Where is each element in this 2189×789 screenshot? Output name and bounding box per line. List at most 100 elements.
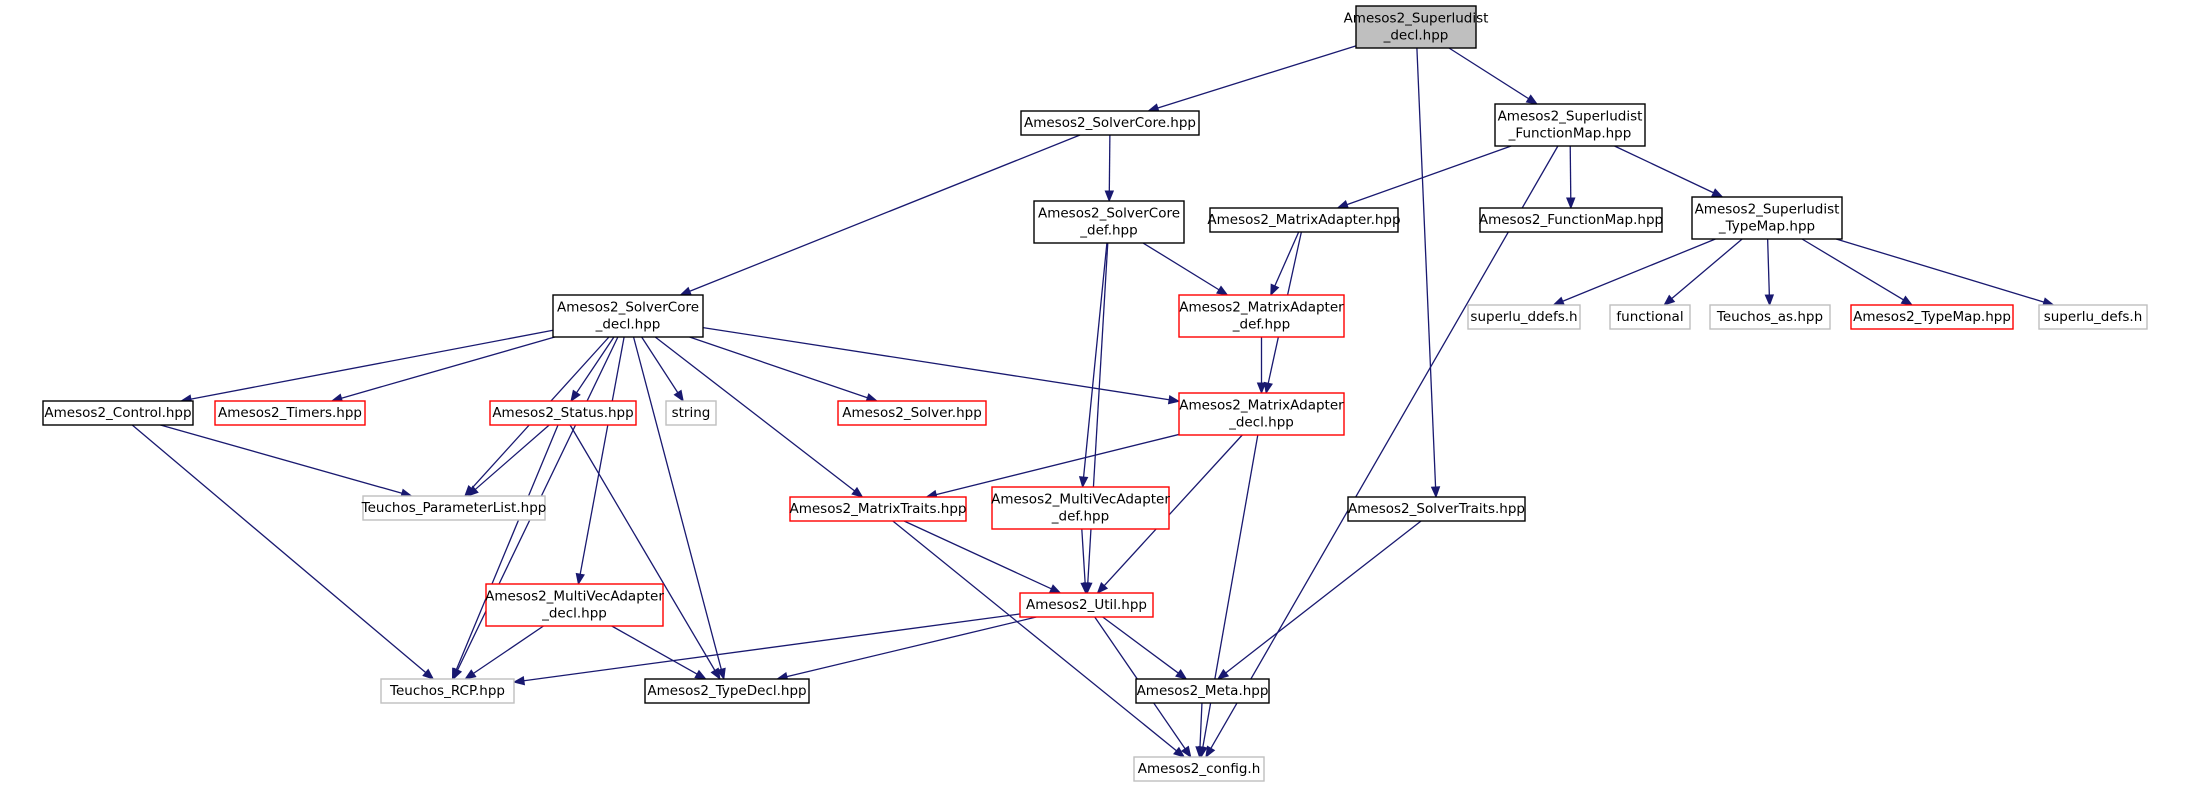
node-label: _FunctionMap.hpp xyxy=(1508,126,1632,142)
edge-arrowhead xyxy=(1096,582,1109,594)
edge-line xyxy=(611,625,698,675)
edge-arrowhead xyxy=(694,669,707,680)
edge-superludist_typemap-to-teuchos_as xyxy=(1764,238,1775,307)
edge-arrowhead xyxy=(679,286,692,296)
edge-line xyxy=(1108,134,1111,192)
node-multivecadapter-decl[interactable]: Amesos2_MultiVecAdapter_decl.hpp xyxy=(485,583,664,627)
node-superludist-functionmap[interactable]: Amesos2_Superludist_FunctionMap.hpp xyxy=(1494,103,1646,147)
node-box xyxy=(362,495,546,521)
edge-arrowhead xyxy=(1173,746,1186,758)
node-box xyxy=(485,583,664,627)
edge-line xyxy=(702,326,1170,401)
edge-line xyxy=(632,336,722,670)
node-teuchos-as[interactable]: Teuchos_as.hpp xyxy=(1709,304,1831,330)
node-meta[interactable]: Amesos2_Meta.hpp xyxy=(1135,678,1270,704)
edge-superludist_functionmap-to-matrixadapter xyxy=(1336,145,1512,209)
edge-solvercore_decl-to-multivecadapter_decl xyxy=(575,336,625,586)
node-label: Amesos2_Superludist xyxy=(1498,109,1643,125)
edge-superludist_decl-to-solvercore xyxy=(1146,45,1357,113)
edge-matrixadapter-to-matrixadapter_def xyxy=(1270,231,1300,297)
edge-multivecadapter_def-to-util xyxy=(1080,528,1090,595)
edge-line xyxy=(160,424,403,494)
node-string[interactable]: string xyxy=(665,400,717,426)
edge-line xyxy=(689,134,1081,292)
edge-line xyxy=(1569,145,1572,199)
edge-superludist_typemap-to-functional xyxy=(1663,238,1743,306)
edge-line xyxy=(654,336,855,492)
edge-superludist_functionmap-to-functionmap xyxy=(1566,145,1576,210)
node-label: _decl.hpp xyxy=(1383,28,1449,44)
edge-line xyxy=(474,424,550,490)
node-box xyxy=(1479,207,1663,233)
node-label: Amesos2_MatrixAdapter.hpp xyxy=(1207,212,1400,228)
edge-solvercore_def-to-multivecadapter_def xyxy=(1078,242,1108,489)
edge-arrowhead xyxy=(1080,582,1090,595)
node-label: Amesos2_TypeDecl.hpp xyxy=(647,683,806,699)
node-solvercore-decl[interactable]: Amesos2_SolverCore_decl.hpp xyxy=(552,294,704,338)
edge-arrowhead xyxy=(1900,295,1914,306)
node-superlu-defs[interactable]: superlu_defs.h xyxy=(2038,304,2148,330)
node-box xyxy=(1135,678,1270,704)
node-functional[interactable]: functional xyxy=(1609,304,1691,330)
edge-util-to-typedecl xyxy=(775,616,1037,682)
node-functionmap[interactable]: Amesos2_FunctionMap.hpp xyxy=(1479,207,1663,233)
edge-line xyxy=(1766,238,1770,296)
node-matrixtraits[interactable]: Amesos2_MatrixTraits.hpp xyxy=(789,496,967,522)
edge-arrowhead xyxy=(673,389,684,403)
node-timers[interactable]: Amesos2_Timers.hpp xyxy=(214,400,366,426)
node-label: Amesos2_SolverCore xyxy=(1038,206,1180,222)
node-box xyxy=(837,400,987,426)
edge-line xyxy=(1157,45,1357,109)
node-label: Amesos2_Solver.hpp xyxy=(842,405,982,421)
edge-arrowhead xyxy=(1048,584,1062,594)
node-box xyxy=(1178,392,1345,436)
node-superludist-typemap[interactable]: Amesos2_Superludist_TypeMap.hpp xyxy=(1691,196,1843,240)
node-multivecadapter-def[interactable]: Amesos2_MultiVecAdapter_def.hpp xyxy=(991,486,1170,530)
edge-solvertraits-to-meta xyxy=(1216,520,1422,680)
node-label: Amesos2_MatrixAdapter xyxy=(1179,300,1344,316)
edge-control-to-parameterlist xyxy=(160,424,413,498)
edge-line xyxy=(1199,702,1203,748)
node-box xyxy=(1467,304,1581,330)
edge-solvercore_decl-to-matrixtraits xyxy=(654,336,864,498)
node-typedecl[interactable]: Amesos2_TypeDecl.hpp xyxy=(644,678,810,704)
node-status[interactable]: Amesos2_Status.hpp xyxy=(489,400,637,426)
node-solvertraits[interactable]: Amesos2_SolverTraits.hpp xyxy=(1347,496,1526,522)
node-superlu-ddefs[interactable]: superlu_ddefs.h xyxy=(1467,304,1581,330)
node-solver[interactable]: Amesos2_Solver.hpp xyxy=(837,400,987,426)
node-solvercore-def[interactable]: Amesos2_SolverCore_def.hpp xyxy=(1033,200,1185,244)
edge-arrowhead xyxy=(1663,294,1676,306)
node-solvercore[interactable]: Amesos2_SolverCore.hpp xyxy=(1020,110,1200,136)
node-matrixadapter-decl[interactable]: Amesos2_MatrixAdapter_decl.hpp xyxy=(1178,392,1345,436)
node-matrixadapter-def[interactable]: Amesos2_MatrixAdapter_def.hpp xyxy=(1178,294,1345,338)
edge-arrowhead xyxy=(710,667,721,681)
node-label: Teuchos_ParameterList.hpp xyxy=(361,500,547,516)
edge-arrowhead xyxy=(1263,381,1273,395)
edge-arrowhead xyxy=(1216,668,1230,680)
node-superludist-decl: Amesos2_Superludist_decl.hpp xyxy=(1344,5,1488,49)
node-box xyxy=(214,400,366,426)
edge-superludist_typemap-to-superlu_defs xyxy=(1835,238,2055,307)
node-label: Amesos2_MultiVecAdapter xyxy=(991,492,1170,508)
node-typemap[interactable]: Amesos2_TypeMap.hpp xyxy=(1850,304,2014,330)
edge-util-to-teuchos_rcp xyxy=(512,613,1021,686)
node-label: Amesos2_Util.hpp xyxy=(1026,597,1147,613)
node-label: Amesos2_MatrixAdapter xyxy=(1179,398,1344,414)
edge-arrowhead xyxy=(466,485,479,497)
edge-line xyxy=(1614,145,1714,194)
node-config[interactable]: Amesos2_config.h xyxy=(1133,756,1265,782)
node-control[interactable]: Amesos2_Control.hpp xyxy=(42,400,194,426)
node-label: superlu_defs.h xyxy=(2044,309,2143,325)
edge-solvercore_decl-to-control xyxy=(179,329,554,404)
node-teuchos-rcp[interactable]: Teuchos_RCP.hpp xyxy=(380,678,515,704)
edge-matrixtraits-to-config xyxy=(892,520,1186,758)
node-util[interactable]: Amesos2_Util.hpp xyxy=(1019,592,1154,618)
edge-line xyxy=(1087,242,1109,584)
node-label: Amesos2_TypeMap.hpp xyxy=(1853,309,2011,325)
node-matrixadapter[interactable]: Amesos2_MatrixAdapter.hpp xyxy=(1207,207,1401,233)
node-parameterlist[interactable]: Teuchos_ParameterList.hpp xyxy=(361,495,547,521)
node-box xyxy=(665,400,717,426)
edge-line xyxy=(1346,145,1512,206)
edge-line xyxy=(579,336,625,575)
